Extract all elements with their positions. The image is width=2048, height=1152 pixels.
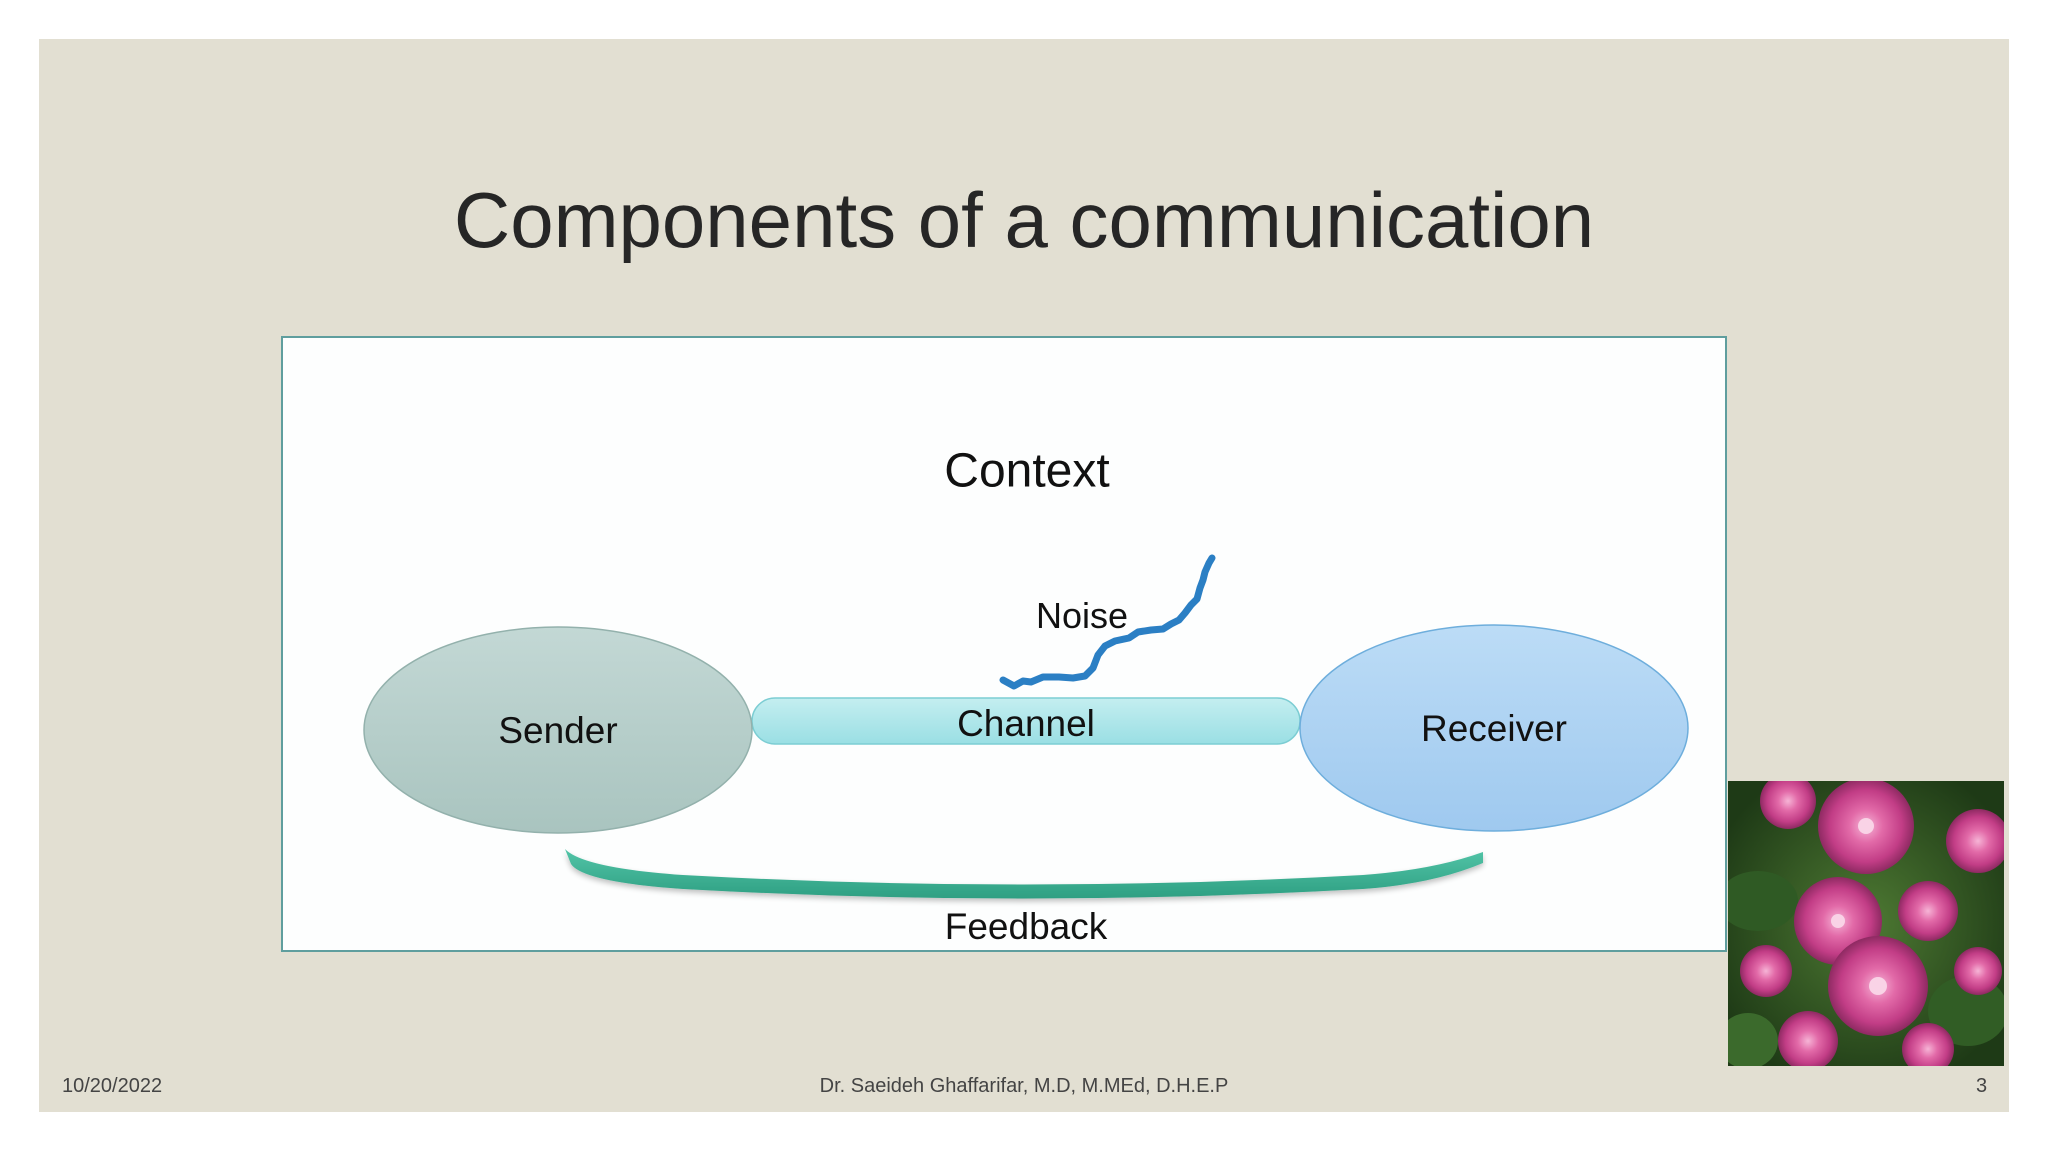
- flower-image: [1728, 781, 2004, 1066]
- context-label: Context: [944, 444, 1110, 498]
- feedback-arc: [565, 849, 1483, 899]
- feedback-label: Feedback: [944, 906, 1108, 947]
- noise-label: Noise: [1035, 595, 1129, 636]
- receiver-ellipse: [1299, 624, 1689, 832]
- diagram-canvas: [363, 554, 1689, 899]
- flower-photo: [1728, 781, 2004, 1066]
- noise-squiggle: [999, 554, 1216, 690]
- sender-ellipse: [363, 626, 753, 834]
- sender-label: Sender: [498, 710, 618, 751]
- communication-diagram: Context Noise Sender Channel Receiver Fe…: [281, 336, 1727, 952]
- footer-page-number: 3: [1976, 1075, 1988, 1097]
- footer-date: 10/20/2022: [62, 1075, 163, 1097]
- slide-title: Components of a communication: [453, 176, 1595, 264]
- receiver-label: Receiver: [1421, 708, 1567, 749]
- channel-label: Channel: [957, 703, 1095, 744]
- footer-author: Dr. Saeideh Ghaffarifar, M.D, M.MEd, D.H…: [819, 1075, 1229, 1097]
